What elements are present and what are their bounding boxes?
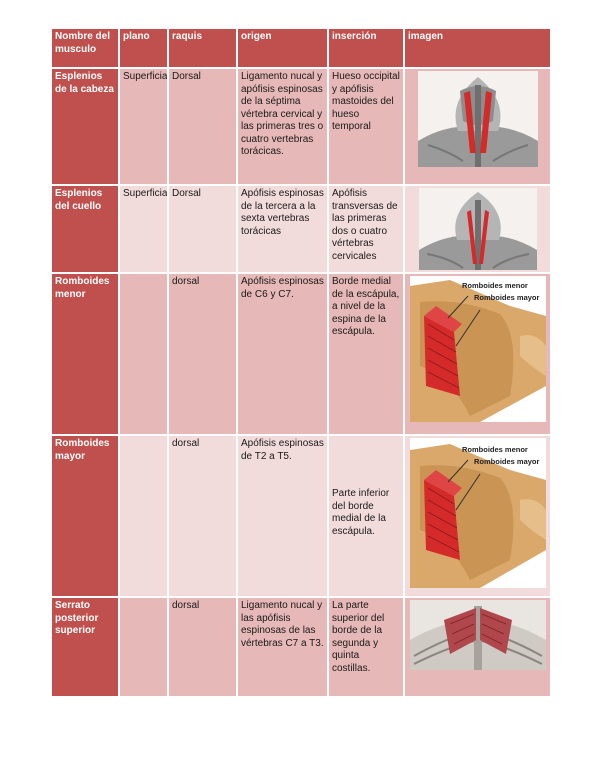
image-cell bbox=[403, 67, 552, 186]
raquis-cell: Dorsal bbox=[167, 184, 238, 274]
origen-cell: Ligamento nucal y las apófisis espinosas… bbox=[236, 596, 329, 698]
header-plano: plano bbox=[118, 27, 169, 69]
esplenio-cabeza-illustration bbox=[417, 71, 538, 167]
origen-cell: Apófisis espinosas de T2 a T5. bbox=[236, 434, 329, 598]
label-romboides-menor: Romboides menor bbox=[462, 445, 528, 454]
insercion-cell: Parte inferior del borde medial de la es… bbox=[327, 434, 405, 598]
romboides-mayor-illustration: Romboides menor Romboides mayor bbox=[409, 438, 546, 588]
image-cell bbox=[403, 184, 552, 274]
raquis-cell: dorsal bbox=[167, 434, 238, 598]
table-row: Romboides mayor dorsal Apófisis espinosa… bbox=[50, 434, 552, 598]
plano-cell: Superficial bbox=[118, 67, 169, 186]
raquis-cell: Dorsal bbox=[167, 67, 238, 186]
romboides-menor-illustration: Romboides menor Romboides mayor bbox=[409, 276, 546, 422]
insercion-cell: La parte superior del borde de la segund… bbox=[327, 596, 405, 698]
insercion-cell: Borde medial de la escápula, a nivel de … bbox=[327, 272, 405, 436]
header-imagen: imagen bbox=[403, 27, 552, 69]
image-cell bbox=[403, 596, 552, 698]
muscle-name: Romboides menor bbox=[50, 272, 120, 436]
label-romboides-mayor: Romboides mayor bbox=[474, 293, 540, 302]
muscle-name: Esplenios de la cabeza bbox=[50, 67, 120, 186]
header-origen: origen bbox=[236, 27, 329, 69]
muscle-name: Romboides mayor bbox=[50, 434, 120, 598]
esplenio-cuello-illustration bbox=[418, 188, 537, 270]
origen-cell: Apófisis espinosas de la tercera a la se… bbox=[236, 184, 329, 274]
image-cell: Romboides menor Romboides mayor bbox=[403, 272, 552, 436]
raquis-cell: dorsal bbox=[167, 272, 238, 436]
header-nombre: Nombre del musculo bbox=[50, 27, 120, 69]
muscles-table: Nombre del musculo plano raquis origen i… bbox=[50, 27, 552, 698]
insercion-cell: Apófisis transversas de las primeras dos… bbox=[327, 184, 405, 274]
label-romboides-menor: Romboides menor bbox=[462, 281, 528, 290]
header-raquis: raquis bbox=[167, 27, 238, 69]
plano-cell bbox=[118, 596, 169, 698]
label-romboides-mayor: Romboides mayor bbox=[474, 457, 540, 466]
origen-cell: Apófisis espinosas de C6 y C7. bbox=[236, 272, 329, 436]
plano-cell bbox=[118, 434, 169, 598]
table-row: Serrato posterior superior dorsal Ligame… bbox=[50, 596, 552, 698]
serrato-posterior-illustration bbox=[409, 600, 546, 670]
header-insercion: inserción bbox=[327, 27, 405, 69]
image-cell: Romboides menor Romboides mayor bbox=[403, 434, 552, 598]
table-row: Esplenios de la cabeza Superficial Dorsa… bbox=[50, 67, 552, 186]
plano-cell: Superficial bbox=[118, 184, 169, 274]
table-row: Romboides menor dorsal Apófisis espinosa… bbox=[50, 272, 552, 436]
raquis-cell: dorsal bbox=[167, 596, 238, 698]
header-row: Nombre del musculo plano raquis origen i… bbox=[50, 27, 552, 69]
origen-cell: Ligamento nucal y apófisis espinosas de … bbox=[236, 67, 329, 186]
plano-cell bbox=[118, 272, 169, 436]
muscle-name: Esplenios del cuello bbox=[50, 184, 120, 274]
table-row: Esplenios del cuello Superficial Dorsal … bbox=[50, 184, 552, 274]
muscle-name: Serrato posterior superior bbox=[50, 596, 120, 698]
insercion-cell: Hueso occipital y apófisis mastoides del… bbox=[327, 67, 405, 186]
